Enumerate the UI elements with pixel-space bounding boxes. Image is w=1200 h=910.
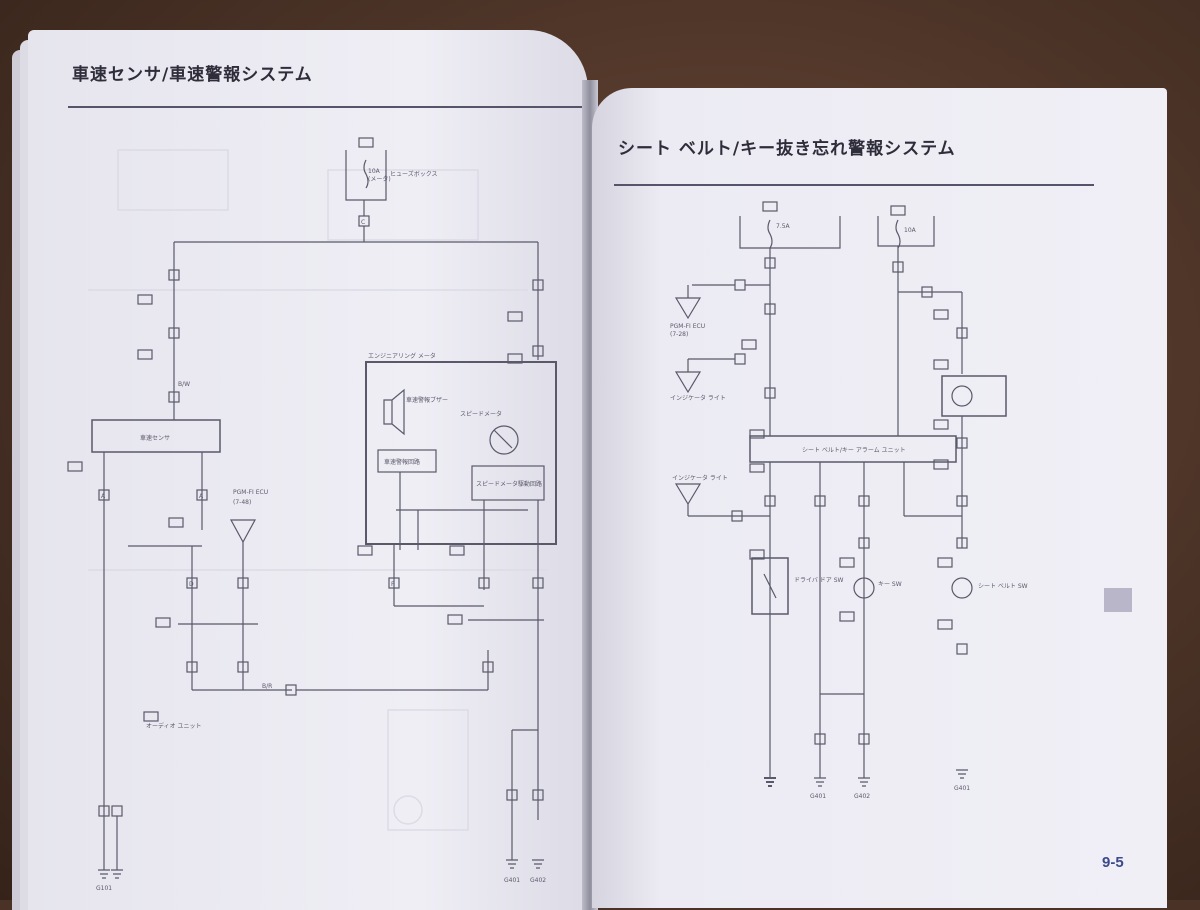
speedometer-label: スピードメータ: [460, 410, 502, 418]
fuse-box-label: ヒューズボックス: [390, 170, 438, 178]
left-wiring-diagram: 10A (メータ) ヒューズボックス エンジニアリング メータ 車速警報ブザー …: [67, 137, 557, 892]
connector-c: C: [361, 219, 365, 226]
ground-label: G402: [530, 877, 546, 884]
section-tab: [1104, 588, 1132, 612]
indicator-label: インジケータ ライト: [672, 474, 728, 482]
ground-label: G401: [504, 877, 520, 884]
indicator-label: インジケータ ライト: [670, 394, 726, 402]
wire-color: B/W: [178, 381, 190, 388]
pcm-ref: (7-48): [233, 499, 251, 506]
fuse-sub: (メータ): [368, 175, 391, 183]
bleed-through-lines: [88, 149, 548, 831]
connector-d: D: [189, 581, 194, 588]
key-sw: キー SW: [878, 581, 902, 588]
ground-label: G101: [96, 885, 112, 892]
right-title-rule: [614, 184, 1094, 186]
meter-label: エンジニアリング メータ: [368, 352, 436, 360]
fuse1-rating: 7.5A: [776, 223, 791, 230]
speed-sensor-label: 車速センサ: [140, 434, 170, 442]
ground-label: G402: [854, 793, 870, 800]
ground-label: G401: [810, 793, 826, 800]
left-page-title: 車速センサ/車速警報システム: [72, 65, 313, 85]
connector-a: A: [199, 493, 204, 500]
wire-color: B/R: [262, 683, 272, 690]
connector-a: A: [101, 493, 106, 500]
pcm-label: PGM-FI ECU: [670, 323, 705, 330]
seatbelt-sw: シート ベルト SW: [978, 583, 1028, 590]
alarm-unit-label: シート ベルト/キー アラーム ユニット: [802, 447, 906, 454]
audio-unit-label: オーディオ ユニット: [146, 722, 202, 730]
right-page: シート ベルト/キー抜き忘れ警報システム: [592, 88, 1167, 908]
fuse-rating: 10A: [368, 168, 381, 175]
alarm-circuit-label: 車速警報回路: [384, 458, 420, 466]
ground-label: G401: [954, 785, 970, 792]
buzzer-label: 車速警報ブザー: [406, 396, 448, 404]
left-title-rule: [68, 106, 588, 108]
driver-door-sw: ドライバ ドア SW: [794, 577, 844, 584]
speedo-circuit-label: スピードメータ駆動回路: [476, 480, 542, 488]
pcm-ref: (7-28): [670, 331, 688, 338]
page-number: 9-5: [1102, 854, 1124, 871]
right-page-title: シート ベルト/キー抜き忘れ警報システム: [618, 139, 956, 159]
pcm-label: PGM-FI ECU: [233, 489, 268, 496]
fuse2-rating: 10A: [904, 227, 917, 234]
left-page: 車速センサ/車速警報システム: [28, 30, 588, 910]
right-wiring-diagram: 7.5A 10A PGM-FI ECU (7-28) インジケータ ライト イン…: [670, 201, 1028, 800]
connector-f: F: [391, 581, 395, 588]
